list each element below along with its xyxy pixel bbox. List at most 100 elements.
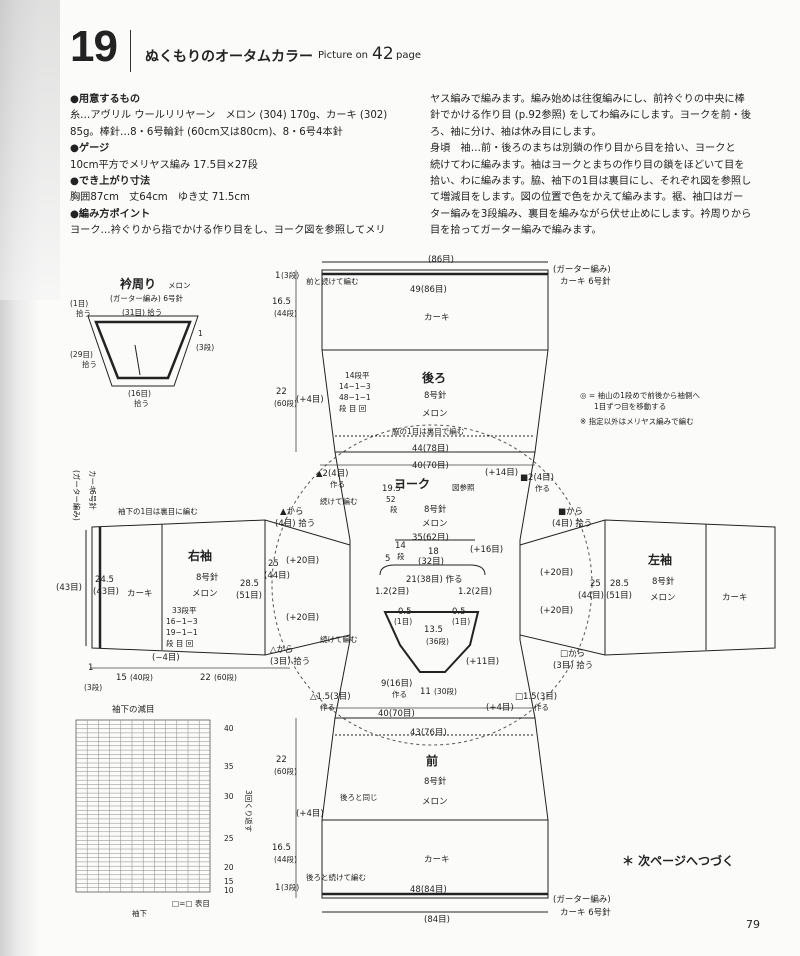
back-plus: (+4目) <box>296 395 324 405</box>
right-sleeve-color: メロン <box>192 589 218 599</box>
yoke-n36: (36段) <box>426 636 449 646</box>
yoke-plus20d: (+20目) <box>540 606 573 616</box>
book-spine-highlight <box>0 0 60 300</box>
right-sleeve-w25: 25 <box>268 559 279 569</box>
decrease-chart-title: 袖下の減目 <box>112 704 155 715</box>
left-sleeve-needle: 8号針 <box>652 576 675 587</box>
back-side-note: 脇の1目は裏目で編む <box>392 426 464 436</box>
back-dec-row2: 48−1−1 <box>339 393 371 402</box>
yoke-h196: 19.5 <box>382 484 401 494</box>
right-sleeve-under-note: 袖下の1目は裏目に編む <box>118 506 198 516</box>
right-sleeve-w285: 28.5 <box>240 579 259 589</box>
neckband-bottom: (16目) <box>128 389 151 398</box>
left-sleeve <box>519 519 776 656</box>
chart-row-label: 20 <box>224 863 234 872</box>
yoke-n1b: (1目) <box>452 617 470 626</box>
neckband-right1: 1 <box>198 329 203 338</box>
decrease-chart-repeat: 3回くり返す <box>244 790 253 832</box>
right-sleeve-l15: 15 <box>116 673 127 683</box>
back-dec-row1: 14−1−3 <box>339 382 371 391</box>
yoke-top-width: 35(62目) <box>412 533 449 543</box>
yoke-cast9-word: 作る <box>392 689 407 699</box>
neckband-left-top: (1目) <box>70 299 88 308</box>
yoke-cast9: 9(16目) <box>381 679 412 689</box>
back-plus14: (+14目) <box>485 468 518 478</box>
front-title: 前 <box>426 753 438 768</box>
back-hem-needle: カーキ 6号針 <box>560 276 611 287</box>
picture-page-word: page <box>396 50 421 61</box>
right-sleeve-needle: 8号針 <box>196 572 219 583</box>
instruction-line: 針でかける作り目 (p.92参照) をしてわ編みにします。ヨークを前・後 <box>430 110 752 122</box>
left-sleeve-from-b2: (3目) 拾う <box>553 660 593 671</box>
chart-row-label: 15 <box>224 877 234 886</box>
front-hem-needle: カーキ 6号針 <box>560 907 611 918</box>
right-sleeve-l1: 1 <box>88 663 93 673</box>
front-hem-label: (ガーター編み) <box>553 894 611 905</box>
yoke-plus20c: (+20目) <box>540 568 573 578</box>
instruction-line: 胸囲87cm 丈64cm ゆき丈 71.5cm <box>70 192 250 204</box>
instruction-line: ター編みを3段編み、裏目を編みながら伏せ止めにします。衿周りから <box>430 208 752 220</box>
yoke-d18: 18 <box>428 547 439 557</box>
legend-line1: ◎ = 袖山の1段めで前後から袖側へ <box>580 390 700 400</box>
chart-row-label: 10 <box>224 886 234 895</box>
right-sleeve-w245b: (43目) <box>93 587 119 597</box>
right-sleeve-from-a2: (4目) 拾う <box>275 518 315 529</box>
instructions-column: ヤス編みで編みます。編み始めは往復編みにし、前衿ぐりの中央に棒 針でかける作り目… <box>430 92 751 240</box>
neckband-left-mid: (29目) <box>70 350 93 359</box>
instruction-line: ●編み方ポイント <box>70 208 151 220</box>
left-sleeve-from-a2: (4目) 拾う <box>552 518 592 529</box>
left-sleeve-w285b: (51目) <box>606 591 632 601</box>
front-bottom-total: (84目) <box>424 915 450 925</box>
instruction-line: 85g。棒針…8・6号輪針 (60cm又は80cm)、8・6号4本針 <box>70 126 343 138</box>
right-sleeve-garter2: カーキ <box>88 470 97 493</box>
instruction-line: て増減目をします。図の位置で色をかえて編みます。裾、袖口はガー <box>430 192 744 204</box>
front-h3-rows: (3段) <box>281 882 299 892</box>
yoke-sq-b: □1.5(3目) <box>515 692 557 702</box>
yoke-n1a: (1目) <box>394 617 412 626</box>
back-color: メロン <box>422 409 448 419</box>
right-sleeve-w43: (43目) <box>56 583 82 593</box>
front-h2-rows: (44段) <box>274 854 297 864</box>
front-yoke-width: 40(70目) <box>378 709 415 719</box>
instruction-line: ヨーク…衿ぐりから指でかける作り目をし、ヨーク図を参照してメリ <box>70 225 386 237</box>
yoke-d32: (32目) <box>418 557 444 567</box>
left-sleeve-khaki: カーキ <box>722 593 748 603</box>
back-width: 44(78目) <box>412 444 449 454</box>
yoke-n05a: 0.5 <box>398 607 412 617</box>
back-khaki: カーキ <box>424 313 450 323</box>
page-number: 79 <box>746 918 760 931</box>
continue-note: ＊ 次ページへつづく <box>622 854 734 868</box>
yoke-n12b: 1.2(2目) <box>458 587 492 597</box>
front-piece <box>321 717 549 913</box>
front-width: 43(76目) <box>410 728 447 738</box>
front-cont-note: 後ろと続けて編む <box>306 872 366 882</box>
legend-line2: ※ 指定以外はメリヤス編みで編む <box>580 416 694 426</box>
right-sleeve-title: 右袖 <box>187 548 212 563</box>
front-khaki: カーキ <box>424 855 450 865</box>
back-dec-row3: 段 目 回 <box>339 403 366 413</box>
right-sleeve-dec2: 16−1−3 <box>166 617 198 626</box>
yoke-n30: (30段) <box>434 686 457 696</box>
picture-page-number: 42 <box>372 44 394 64</box>
instruction-line: 身頃 袖…前・後ろのまちは別鎖の作り目から目を拾い、ヨークと <box>430 143 736 155</box>
neckband-left-mid2: 拾う <box>82 359 97 369</box>
legend-line1b: 1目ずつ目を移動する <box>594 401 666 411</box>
right-sleeve-from-a: ▲から <box>280 507 304 517</box>
left-sleeve-color: メロン <box>650 593 676 603</box>
right-sleeve-garter: (ガーター編み) <box>72 470 82 521</box>
left-sleeve-w25: 25 <box>590 579 601 589</box>
neckband-color: メロン <box>168 281 191 290</box>
back-top-total: (86目) <box>428 255 454 265</box>
front-h1: 22 <box>276 755 287 765</box>
yoke-cont1: 続けて編む <box>320 496 358 506</box>
yoke-tri-a: ▲2(4目) <box>316 469 349 479</box>
neckband-left-top2: 拾う <box>76 308 91 318</box>
decrease-chart-under: 袖下 <box>132 908 147 918</box>
yoke-n05b: 0.5 <box>452 607 466 617</box>
right-sleeve-dec1: 33段平 <box>172 605 197 615</box>
back-dec-note: 14段平 <box>345 370 370 380</box>
instruction-line: ●用意するもの <box>70 94 141 105</box>
yoke-needle: 8号針 <box>424 504 447 515</box>
picture-on-label: Picture on <box>318 50 369 61</box>
